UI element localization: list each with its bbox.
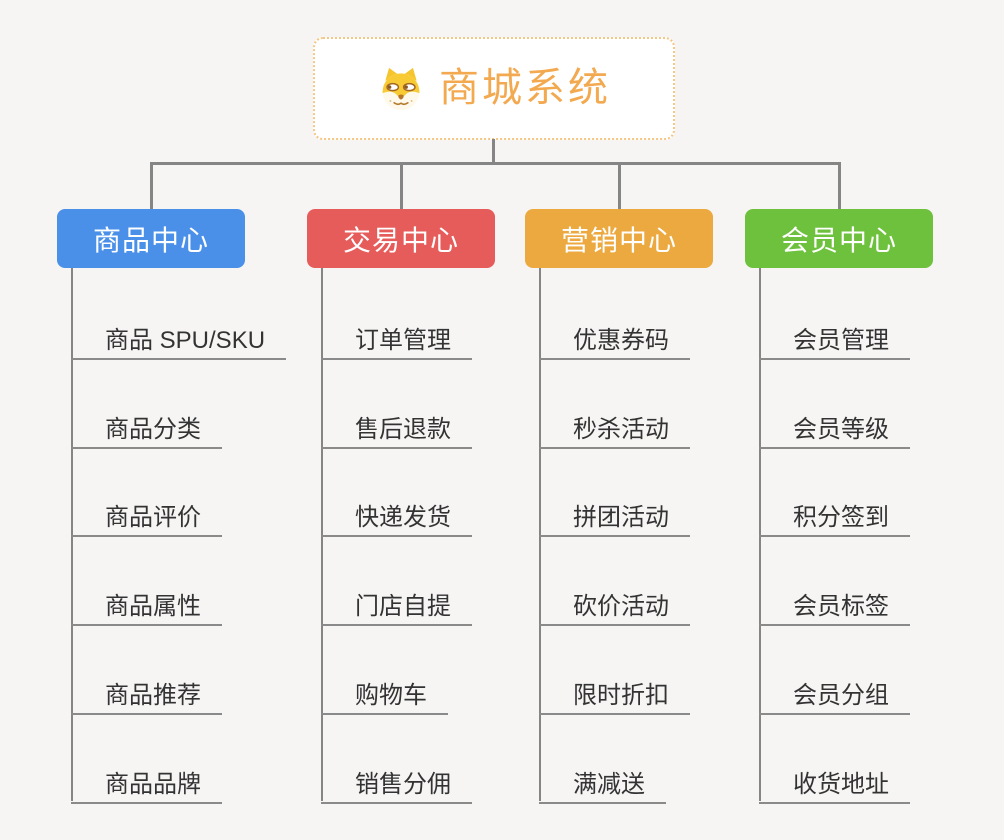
connector-drop-1 — [150, 162, 153, 210]
leaf-node[interactable]: 收货地址 — [759, 755, 910, 804]
branch-trunk-1 — [71, 268, 73, 801]
leaf-node[interactable]: 商品推荐 — [71, 666, 222, 715]
connector-root-stem — [492, 139, 495, 164]
leaf-node[interactable]: 商品评价 — [71, 488, 222, 537]
leaf-node[interactable]: 购物车 — [321, 666, 448, 715]
leaf-node[interactable]: 商品 SPU/SKU — [71, 311, 287, 360]
leaf-node[interactable]: 快递发货 — [321, 488, 472, 537]
leaf-node[interactable]: 售后退款 — [321, 400, 472, 449]
branch-header-marketing-center[interactable]: 营销中心 — [525, 209, 713, 268]
leaf-node[interactable]: 积分签到 — [759, 488, 910, 537]
leaf-node[interactable]: 门店自提 — [321, 577, 472, 626]
branch-trunk-2 — [321, 268, 323, 801]
leaf-node[interactable]: 秒杀活动 — [539, 400, 690, 449]
root-node[interactable]: 商城系统 — [313, 37, 675, 140]
leaf-node[interactable]: 会员管理 — [759, 311, 910, 360]
leaf-node[interactable]: 会员等级 — [759, 400, 910, 449]
leaf-node[interactable]: 砍价活动 — [539, 577, 690, 626]
leaf-node[interactable]: 满减送 — [539, 755, 666, 804]
leaf-node[interactable]: 优惠券码 — [539, 311, 690, 360]
leaf-node[interactable]: 订单管理 — [321, 311, 472, 360]
connector-bus — [150, 162, 841, 165]
doge-icon — [377, 66, 425, 112]
leaf-node[interactable]: 销售分佣 — [321, 755, 472, 804]
branch-trunk-4 — [759, 268, 761, 801]
leaf-node[interactable]: 商品品牌 — [71, 755, 222, 804]
leaf-node[interactable]: 会员标签 — [759, 577, 910, 626]
branch-header-product-center[interactable]: 商品中心 — [57, 209, 245, 268]
branch-header-member-center[interactable]: 会员中心 — [745, 209, 933, 268]
leaf-node[interactable]: 拼团活动 — [539, 488, 690, 537]
leaf-node[interactable]: 商品属性 — [71, 577, 222, 626]
leaf-node[interactable]: 限时折扣 — [539, 666, 690, 715]
branch-header-trade-center[interactable]: 交易中心 — [307, 209, 495, 268]
root-title: 商城系统 — [439, 65, 611, 110]
connector-drop-3 — [618, 162, 621, 210]
leaf-node[interactable]: 商品分类 — [71, 400, 222, 449]
connector-drop-2 — [400, 162, 403, 210]
leaf-node[interactable]: 会员分组 — [759, 666, 910, 715]
branch-trunk-3 — [539, 268, 541, 801]
connector-drop-4 — [838, 162, 841, 210]
